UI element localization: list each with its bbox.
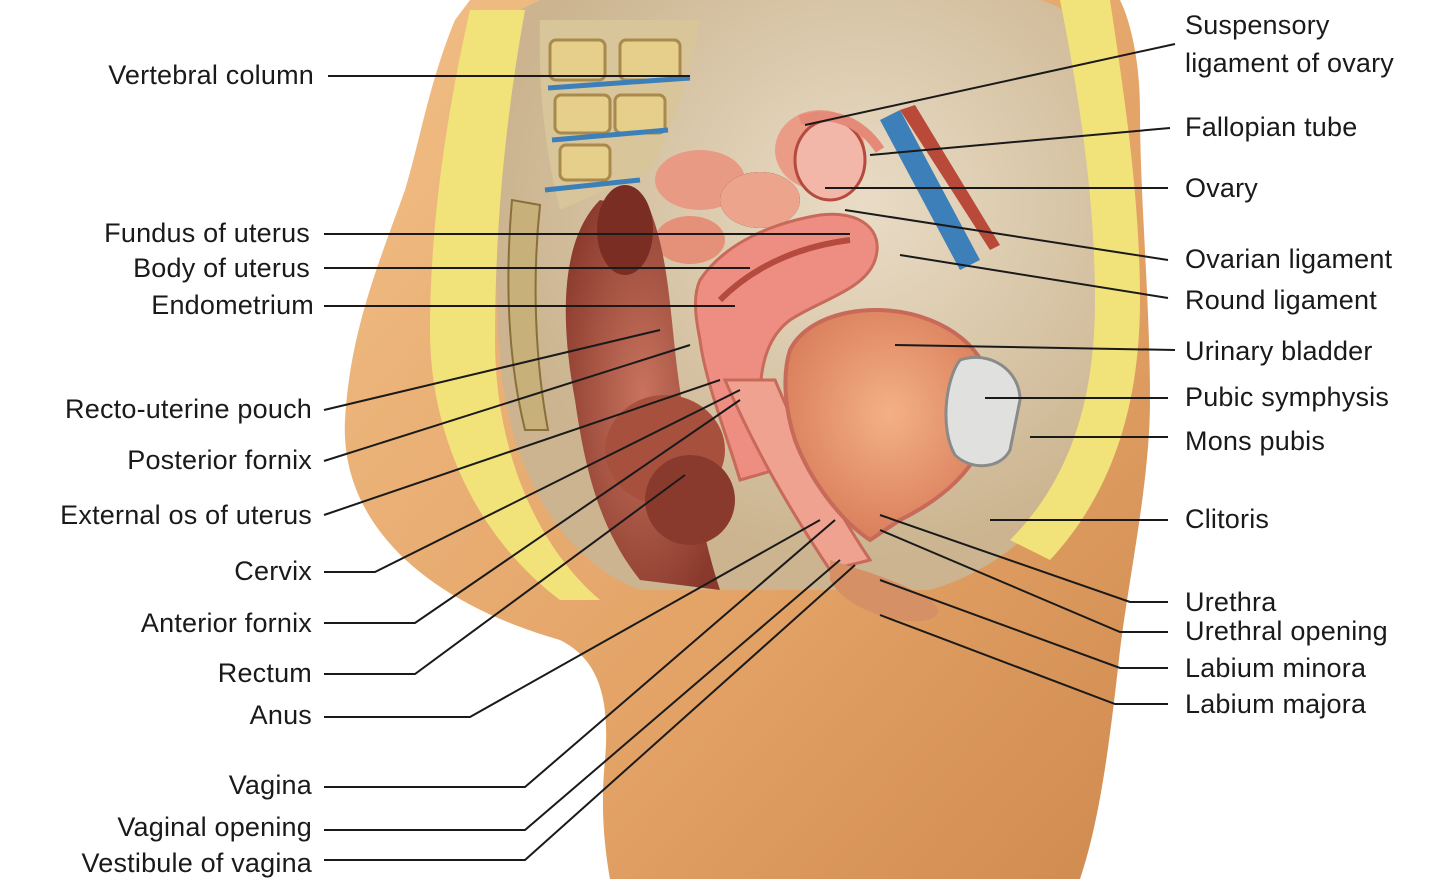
pubic-symphysis-shape: [946, 357, 1020, 465]
label-anus: Anus: [10, 700, 312, 730]
label-body-of-uterus: Body of uterus: [40, 253, 310, 283]
label-labium-minora: Labium minora: [1185, 653, 1366, 683]
label-mons-pubis: Mons pubis: [1185, 426, 1325, 456]
label-fundus-of-uterus: Fundus of uterus: [40, 218, 310, 248]
rectum-lumen: [597, 185, 653, 275]
label-vertebral-column: Vertebral column: [60, 60, 314, 90]
label-clitoris: Clitoris: [1185, 504, 1269, 534]
label-round-ligament: Round ligament: [1185, 285, 1377, 315]
label-external-os-of-uterus: External os of uterus: [10, 500, 312, 530]
anal-canal: [645, 455, 735, 545]
ovary-shape: [795, 120, 865, 200]
label-cervix: Cervix: [10, 556, 312, 586]
label-urethra: Urethra: [1185, 587, 1276, 617]
label-posterior-fornix: Posterior fornix: [10, 445, 312, 475]
label-urinary-bladder: Urinary bladder: [1185, 336, 1373, 366]
label-vestibule-of-vagina: Vestibule of vagina: [10, 848, 312, 878]
label-suspensory-ligament-line1: Suspensory: [1185, 10, 1330, 40]
label-rectum: Rectum: [10, 658, 312, 688]
label-vaginal-opening: Vaginal opening: [10, 812, 312, 842]
label-anterior-fornix: Anterior fornix: [10, 608, 312, 638]
label-urethral-opening: Urethral opening: [1185, 616, 1388, 646]
label-suspensory-ligament-line2: ligament of ovary: [1185, 48, 1394, 78]
label-ovary: Ovary: [1185, 173, 1258, 203]
label-labium-majora: Labium majora: [1185, 689, 1366, 719]
label-vagina: Vagina: [10, 770, 312, 800]
label-ovarian-ligament: Ovarian ligament: [1185, 244, 1392, 274]
label-endometrium: Endometrium: [40, 290, 314, 320]
label-fallopian-tube: Fallopian tube: [1185, 112, 1357, 142]
label-pubic-symphysis: Pubic symphysis: [1185, 382, 1389, 412]
label-recto-uterine-pouch: Recto-uterine pouch: [10, 394, 312, 424]
